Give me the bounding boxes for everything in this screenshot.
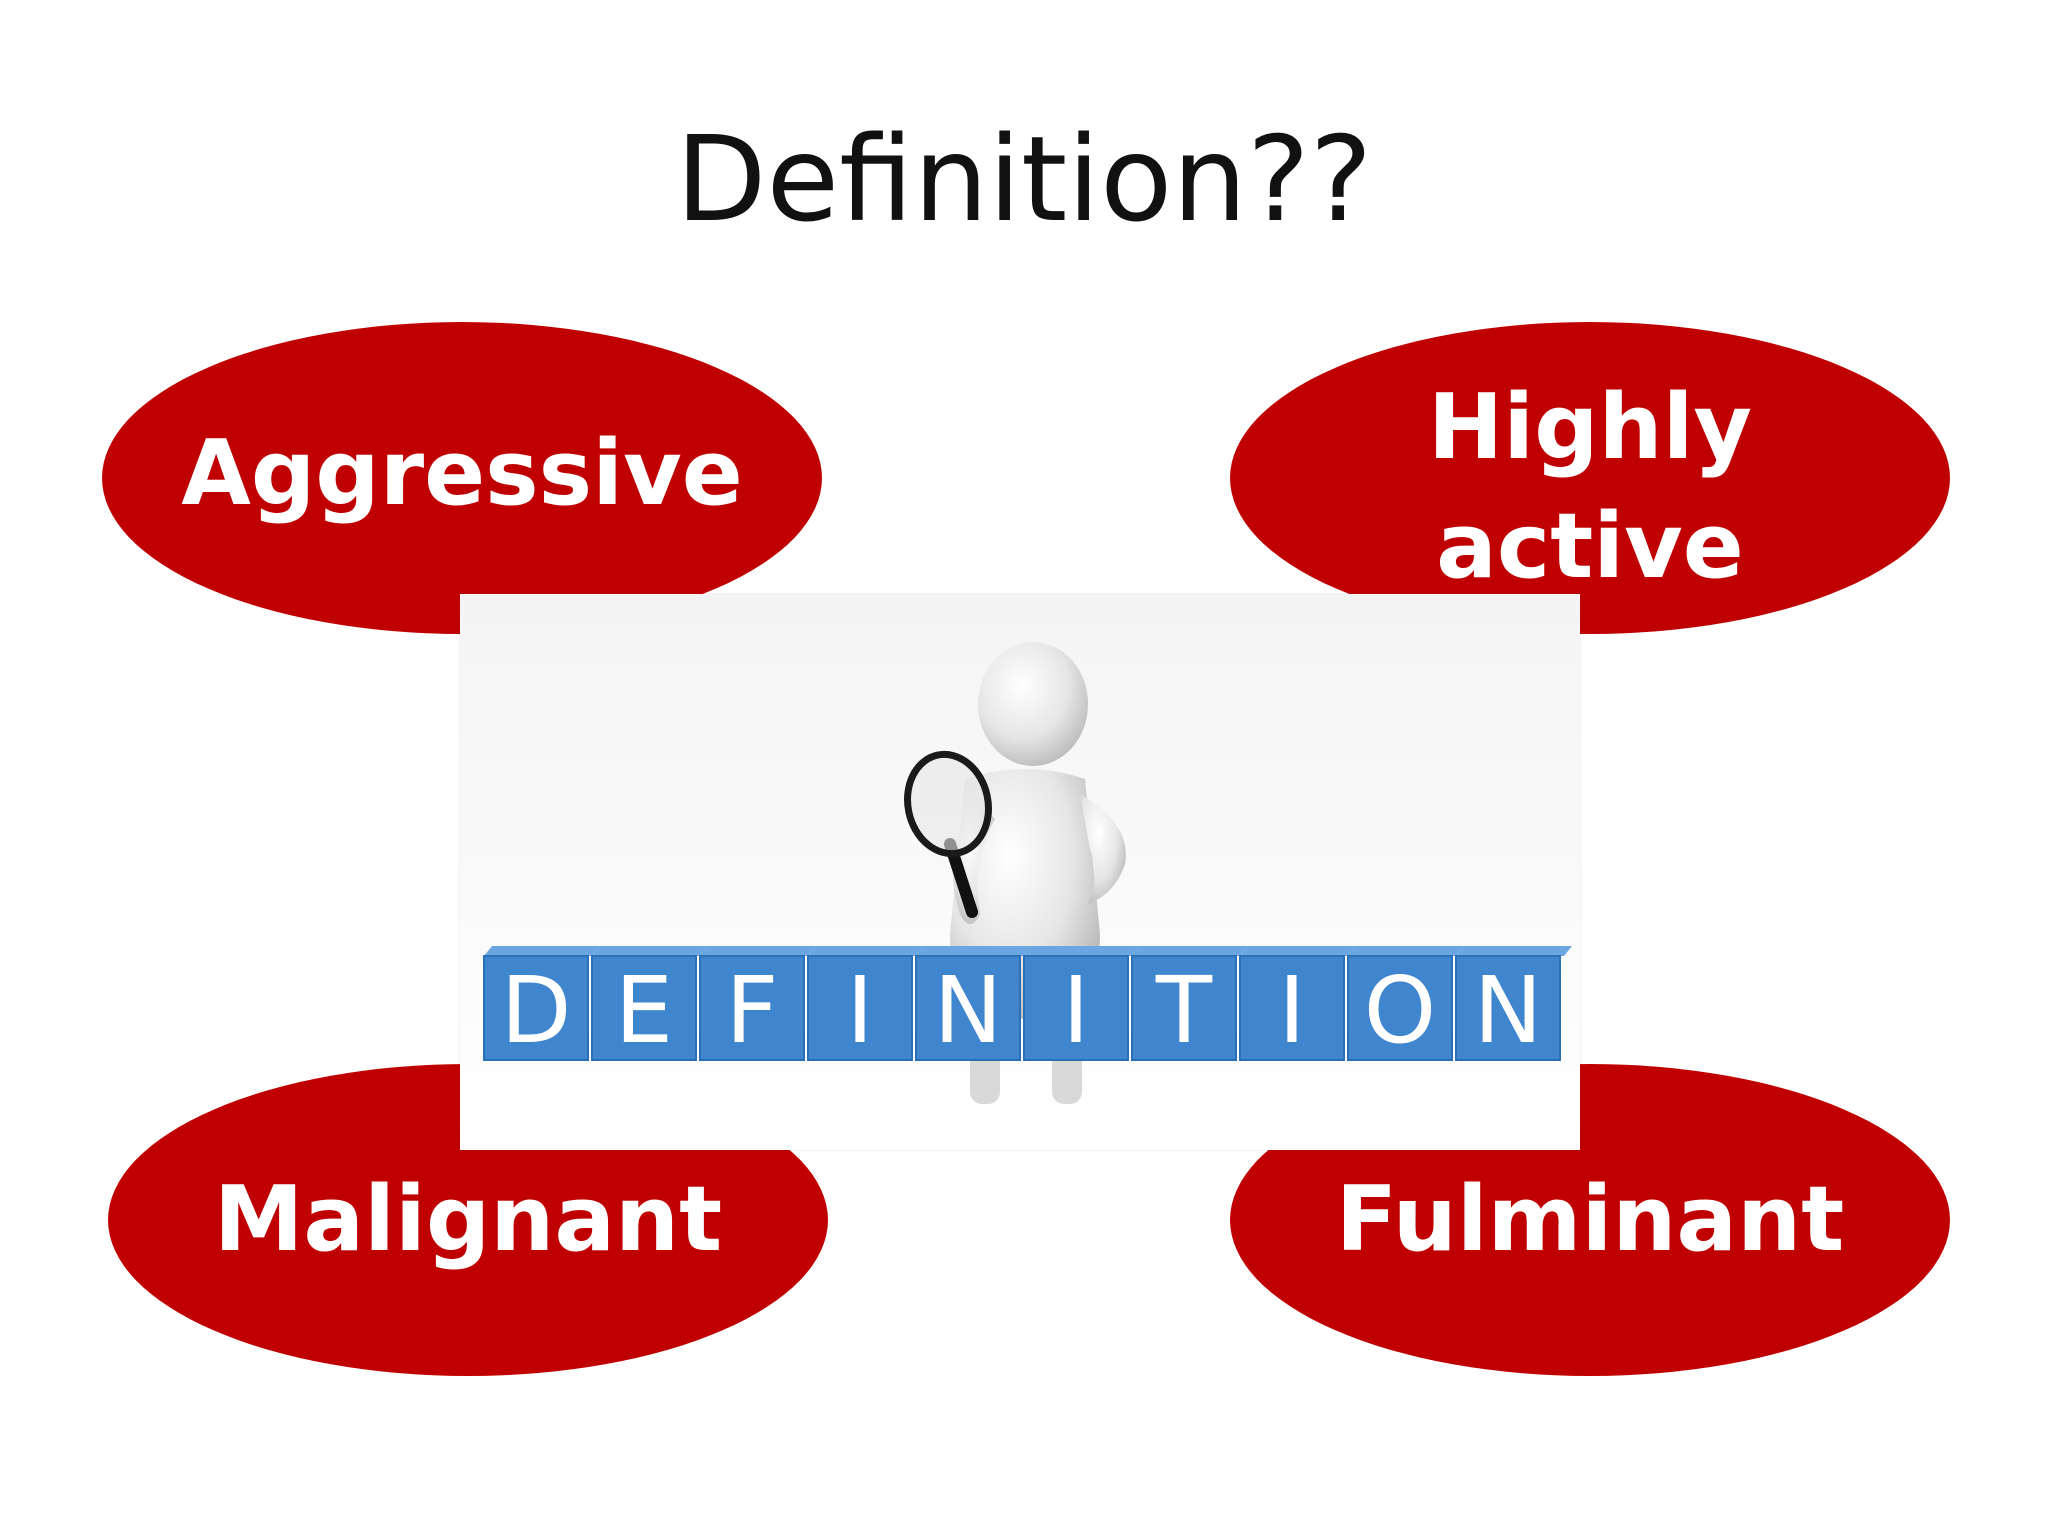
block-letter: I (846, 957, 873, 1064)
block-top (808, 946, 924, 956)
slide-title: Definition?? (675, 110, 1373, 248)
block-letter: F (726, 957, 779, 1064)
term-label: Malignant (213, 1166, 723, 1272)
letter-block (1455, 955, 1561, 1061)
letter-block (1131, 955, 1237, 1061)
block-letter: N (934, 957, 1003, 1064)
magnifying-glass-icon (904, 750, 992, 918)
block-top (1348, 946, 1464, 956)
block-letter: I (1062, 957, 1089, 1064)
letter-block (1023, 955, 1129, 1061)
term-label: Aggressive (181, 420, 743, 526)
letter-block (807, 955, 913, 1061)
term-label: Highly active (1427, 375, 1753, 599)
letter-block (1347, 955, 1453, 1061)
block-top (1132, 946, 1248, 956)
block-letter: I (1278, 957, 1305, 1064)
block-top (1240, 946, 1356, 956)
block-letter: T (1155, 957, 1213, 1064)
block-letter: O (1364, 957, 1436, 1064)
block-top (484, 946, 600, 956)
block-top (1024, 946, 1140, 956)
letter-block (915, 955, 1021, 1061)
letter-block (483, 955, 589, 1061)
block-top (916, 946, 1032, 956)
term-aggressive: Aggressive (102, 322, 822, 634)
block-letter: N (1474, 957, 1543, 1064)
letter-block (699, 955, 805, 1061)
block-letter: D (501, 957, 572, 1064)
letter-block (1239, 955, 1345, 1061)
block-top (1456, 946, 1572, 956)
term-label: Fulminant (1335, 1166, 1845, 1272)
block-letter: E (615, 957, 673, 1064)
letter-block (591, 955, 697, 1061)
term-highly-active: Highly active (1230, 322, 1950, 634)
block-top (700, 946, 816, 956)
block-top (592, 946, 708, 956)
